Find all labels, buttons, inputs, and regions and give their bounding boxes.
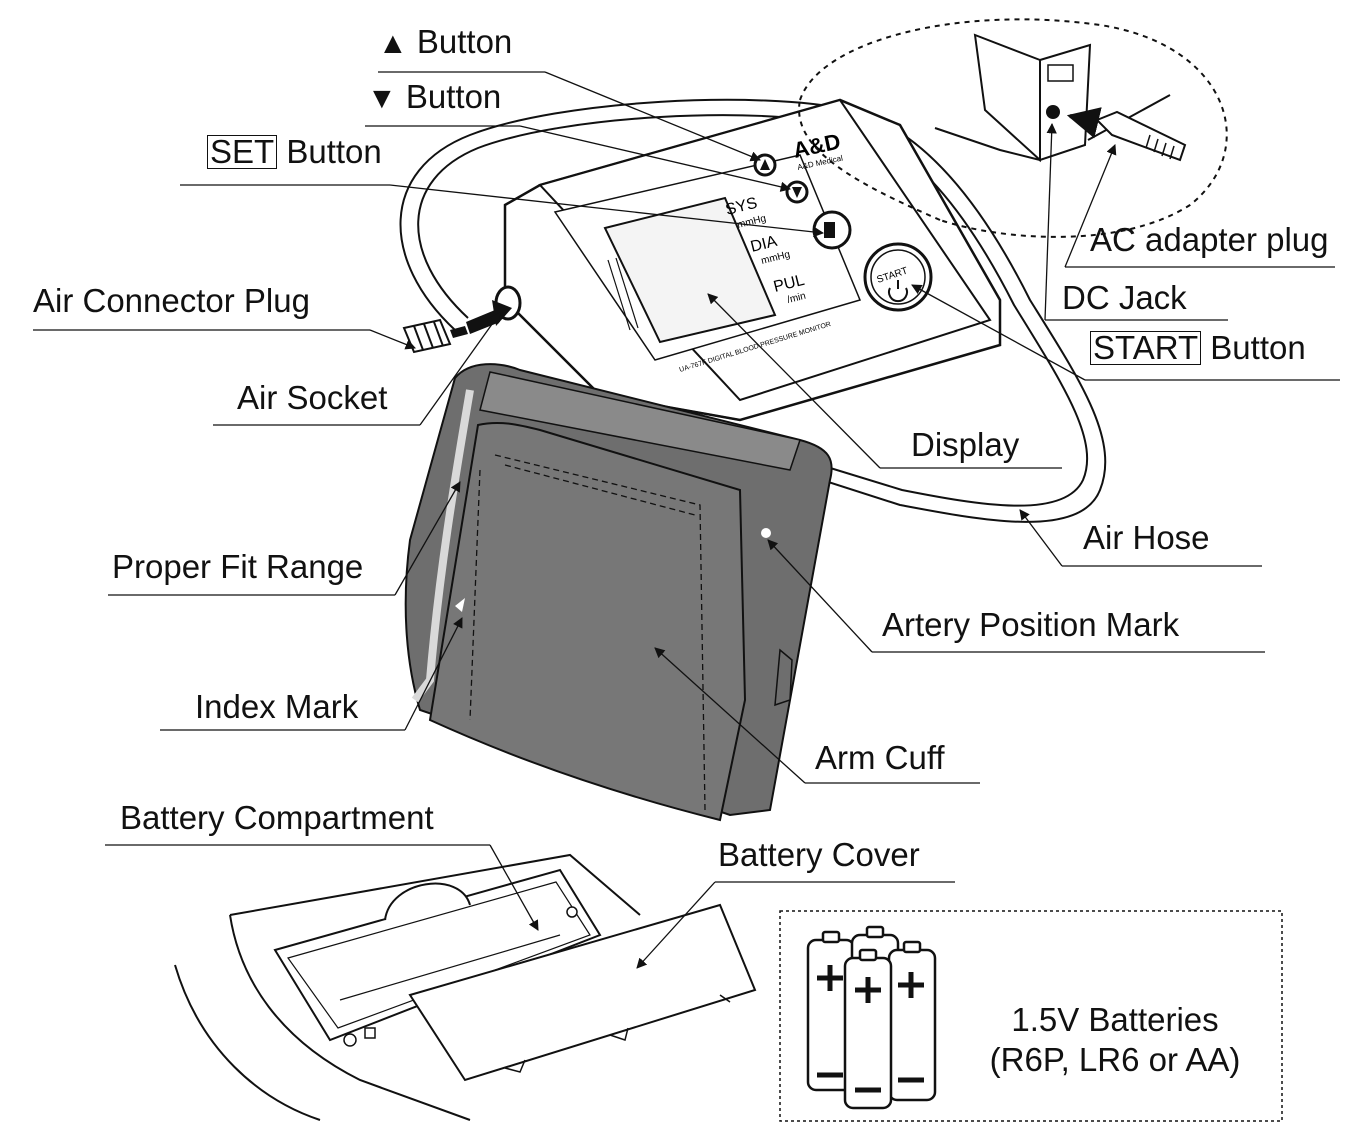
start-button-label-text: Button	[1210, 329, 1306, 366]
label-battery-compartment: Battery Compartment	[120, 799, 434, 836]
set-button-label-text: Button	[286, 133, 382, 170]
set-key-box: SET	[207, 135, 278, 169]
index-mark-triangle	[455, 598, 465, 612]
pul-unit-marking: /min	[786, 291, 807, 306]
dc-jack-port	[1046, 105, 1060, 119]
label-proper-fit-range: Proper Fit Range	[112, 548, 364, 585]
label-air-connector-plug: Air Connector Plug	[33, 282, 310, 319]
label-air-socket: Air Socket	[237, 379, 388, 416]
up-button-label-text: Button	[416, 23, 513, 60]
down-triangle-icon: ▼	[367, 82, 397, 115]
label-display: Display	[911, 426, 1020, 463]
ac-adapter-plug-shape	[1095, 110, 1187, 162]
monitor-unit	[494, 98, 1002, 422]
label-up-button: ▲ Button	[378, 24, 512, 62]
leader-lines	[33, 71, 1340, 969]
dia-marking: DIA	[749, 233, 779, 256]
label-set-button: SET Button	[207, 134, 382, 170]
start-key-box: START	[1090, 331, 1202, 365]
label-down-button: ▼ Button	[367, 79, 501, 117]
label-air-hose: Air Hose	[1083, 519, 1210, 556]
label-dc-jack: DC Jack	[1062, 279, 1187, 316]
batteries-box	[779, 910, 1283, 1122]
battery-cover-shape	[408, 903, 757, 1082]
lcd-display	[603, 196, 777, 344]
arm-cuff-shape	[404, 363, 833, 822]
label-arm-cuff: Arm Cuff	[815, 739, 945, 776]
batteries-caption-line2: (R6P, LR6 or AA)	[989, 1041, 1241, 1078]
label-index-mark: Index Mark	[195, 688, 359, 725]
down-button-label-text: Button	[405, 78, 502, 115]
dc-jack-inset	[798, 18, 1228, 238]
label-artery-position-mark: Artery Position Mark	[882, 606, 1180, 643]
batteries-caption-line1: 1.5V Batteries	[1011, 1001, 1219, 1038]
label-start-button: START Button	[1090, 330, 1306, 366]
artery-position-dot	[761, 528, 771, 538]
batteries-caption: 1.5V Batteries (R6P, LR6 or AA)	[960, 1000, 1270, 1080]
label-ac-adapter-plug: AC adapter plug	[1090, 221, 1329, 258]
label-battery-cover: Battery Cover	[718, 836, 920, 873]
up-triangle-icon: ▲	[378, 27, 408, 60]
battery-compartment-shape	[174, 853, 757, 1121]
